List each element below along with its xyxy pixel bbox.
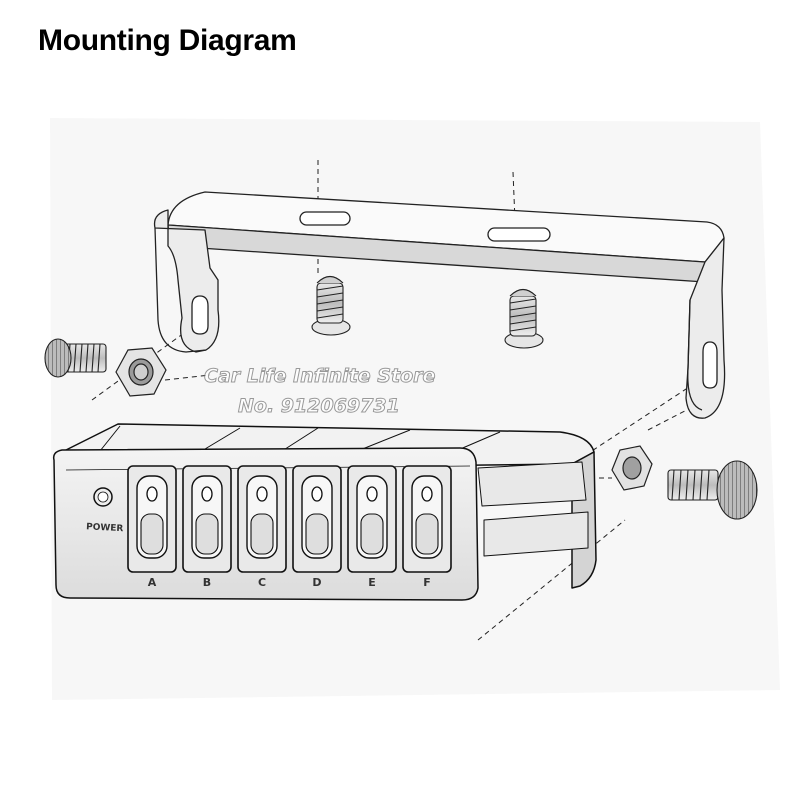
diagram-title: Mounting Diagram: [38, 24, 297, 57]
knob-bolt-right: [667, 460, 758, 520]
switch-indicator: [311, 486, 323, 502]
switch-label: D: [312, 576, 321, 589]
rocker-switch-e[interactable]: E: [347, 465, 397, 589]
switch-label: B: [203, 576, 211, 589]
screw-right: [504, 288, 544, 349]
store-watermark: Car Life Infinite Store No. 912069731: [204, 365, 437, 418]
rocker-switch-c[interactable]: C: [237, 465, 287, 589]
switch-indicator: [256, 486, 268, 502]
watermark-line2: No. 912069731: [238, 395, 400, 417]
switch-rocker-lower: [305, 513, 329, 555]
rocker-switch-d[interactable]: D: [292, 465, 342, 589]
watermark-line1: Car Life Infinite Store: [204, 365, 436, 387]
rocker-switch-f[interactable]: F: [402, 465, 452, 589]
hex-nut-right: [611, 445, 653, 491]
switch-indicator: [366, 486, 378, 502]
switch-indicator: [146, 486, 158, 502]
hex-nut-left: [115, 347, 167, 397]
power-label: POWER: [86, 522, 124, 534]
switch-label: C: [258, 576, 266, 589]
switch-rocker-lower: [360, 513, 384, 555]
switch-rocker-lower: [195, 513, 219, 555]
rocker-switch-b[interactable]: B: [182, 465, 232, 589]
screw-left: [311, 275, 351, 336]
knob-bolt-left: [44, 338, 107, 378]
switch-rocker-lower: [415, 513, 439, 555]
switch-label: F: [423, 576, 431, 589]
switch-rocker-lower: [250, 513, 274, 555]
switch-label: A: [148, 576, 157, 589]
switch-rocker-lower: [140, 513, 164, 555]
rocker-switch-a[interactable]: A: [127, 465, 177, 589]
rocker-switches: A B C D E F: [127, 465, 452, 589]
switch-label: E: [368, 576, 376, 589]
mounting-bracket: [153, 191, 726, 419]
switch-indicator: [201, 486, 213, 502]
switch-indicator: [421, 486, 433, 502]
